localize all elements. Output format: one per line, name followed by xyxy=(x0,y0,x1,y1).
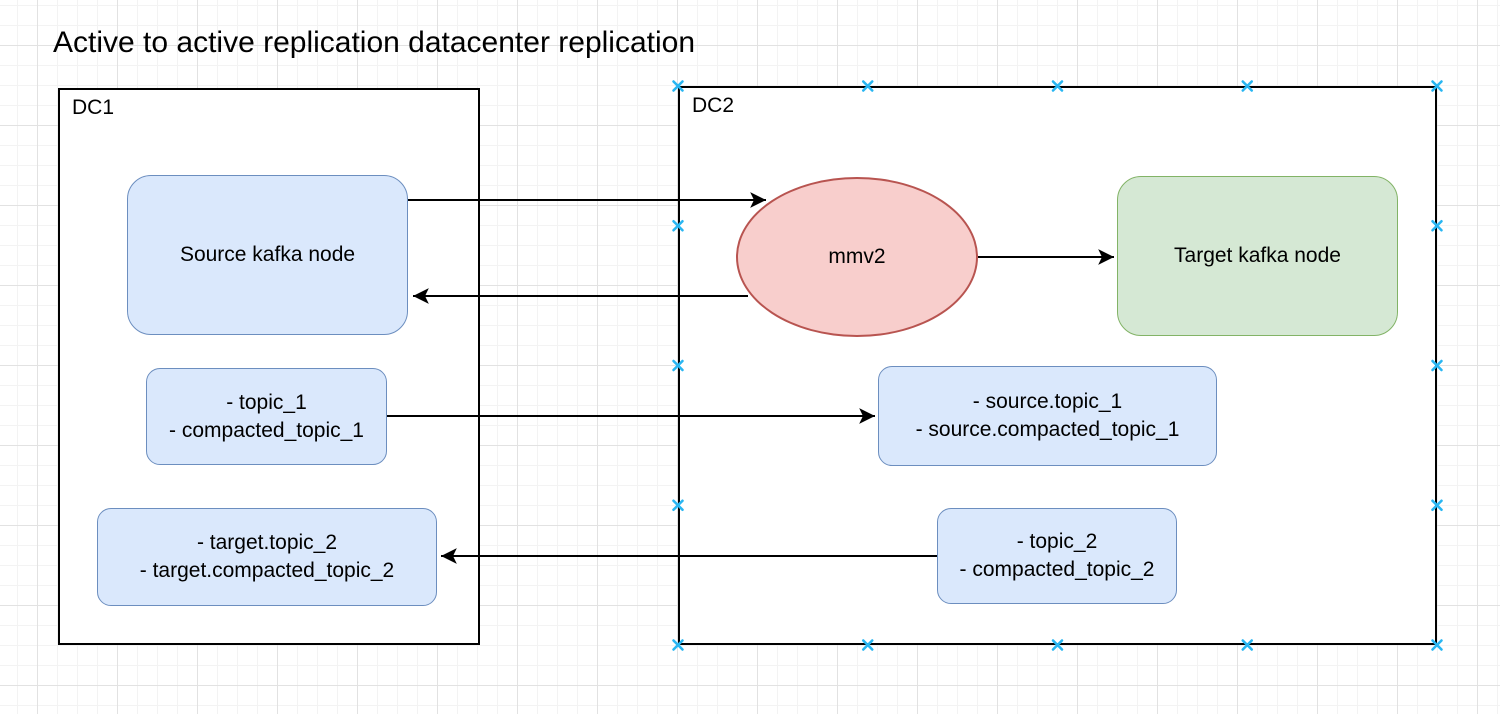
dc2-label: DC2 xyxy=(692,94,735,117)
dc1-label: DC1 xyxy=(72,96,115,119)
dc2-topics-replicated[interactable]: - source.topic_1 - source.compacted_topi… xyxy=(878,366,1217,466)
dc1-topics-out-line2: - compacted_topic_1 xyxy=(169,418,364,442)
source-kafka-node[interactable]: Source kafka node xyxy=(127,175,408,335)
mmv2-node[interactable]: mmv2 xyxy=(736,177,978,337)
mmv2-node-label: mmv2 xyxy=(828,245,886,268)
dc2-topics-out-line2: - compacted_topic_2 xyxy=(959,558,1155,581)
source-kafka-node-label: Source kafka node xyxy=(179,243,356,266)
dc1-topics-replicated[interactable]: - target.topic_2 - target.compacted_topi… xyxy=(97,508,437,606)
target-kafka-node-label: Target kafka node xyxy=(1174,244,1341,267)
diagram-title: Active to active replication datacenter … xyxy=(53,26,696,59)
dc2-topics-replicated-line1: - source.topic_1 xyxy=(972,390,1123,413)
dc1-topics-out[interactable]: - topic_1 - compacted_topic_1 xyxy=(146,368,387,465)
dc1-topics-replicated-line2: - target.compacted_topic_2 xyxy=(139,559,395,582)
dc2-topics-out-line1: - topic_2 xyxy=(1016,530,1098,553)
dc1-topics-replicated-line1: - target.topic_2 xyxy=(196,531,338,554)
target-kafka-node[interactable]: Target kafka node xyxy=(1117,176,1398,336)
dc2-topics-out[interactable]: - topic_2 - compacted_topic_2 xyxy=(937,508,1177,604)
dc2-topics-replicated-line2: - source.compacted_topic_1 xyxy=(915,418,1180,441)
dc1-topics-out-line1: - topic_1 xyxy=(226,390,307,414)
